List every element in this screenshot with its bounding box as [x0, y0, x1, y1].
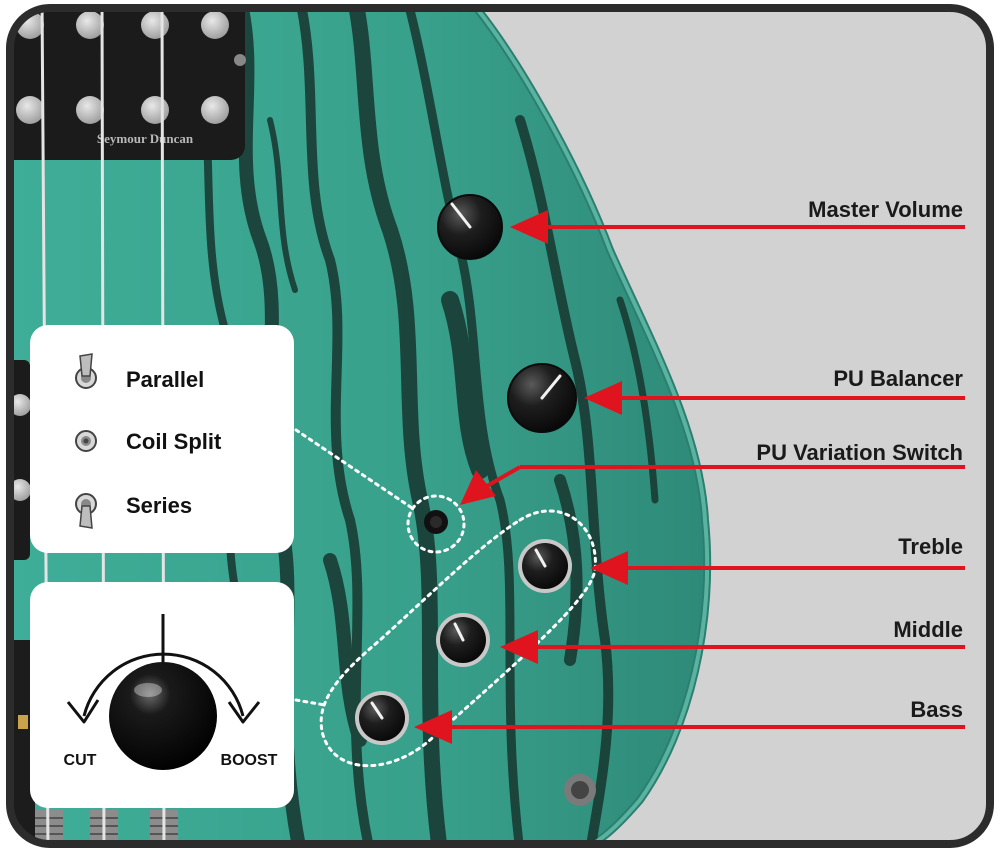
middle-knob[interactable] — [436, 613, 490, 667]
pickup: Seymour Duncan — [10, 8, 246, 160]
label-cut: CUT — [64, 752, 97, 769]
toggle-center-icon — [75, 430, 97, 452]
label-pu-balancer: PU Balancer — [833, 366, 963, 391]
legend-series: Series — [126, 493, 192, 518]
label-treble: Treble — [898, 534, 963, 559]
label-boost: BOOST — [221, 752, 278, 769]
body-edge — [468, 8, 710, 844]
knob-range-arc — [82, 652, 245, 717]
arrow-pu-balancer — [584, 381, 965, 415]
label-pu-variation-switch: PU Variation Switch — [756, 440, 963, 465]
example-knob-icon — [109, 662, 217, 770]
legend-parallel: Parallel — [126, 367, 204, 392]
arrow-bass — [414, 710, 965, 744]
toggle-down-icon — [75, 493, 97, 529]
switch-legend-panel: Parallel Coil Split Series — [30, 325, 294, 553]
pu-variation-switch[interactable] — [424, 510, 448, 534]
bridge-pickup — [10, 360, 30, 560]
label-middle: Middle — [893, 617, 963, 642]
treble-knob[interactable] — [518, 539, 572, 593]
arrow-master-volume — [510, 210, 965, 244]
bass-knob[interactable] — [355, 691, 409, 745]
arrow-pu-variation — [460, 465, 965, 505]
legend-coil-split: Coil Split — [126, 429, 222, 454]
boost-arrow-icon — [227, 701, 261, 724]
outer-frame — [6, 4, 994, 848]
pu-balancer-knob[interactable] — [507, 363, 577, 433]
arrow-treble — [590, 551, 965, 585]
master-volume-knob[interactable] — [437, 194, 503, 260]
toggle-up-icon — [75, 353, 97, 389]
callout-arrows — [414, 210, 965, 744]
arrow-middle — [500, 630, 965, 664]
cut-arrow-icon — [66, 699, 100, 724]
output-jack — [564, 774, 596, 806]
label-bass: Bass — [910, 697, 963, 722]
knob-legend-panel: CUT BOOST — [30, 582, 294, 808]
pickup-brand: Seymour Duncan — [97, 131, 194, 146]
label-master-volume: Master Volume — [808, 197, 963, 222]
